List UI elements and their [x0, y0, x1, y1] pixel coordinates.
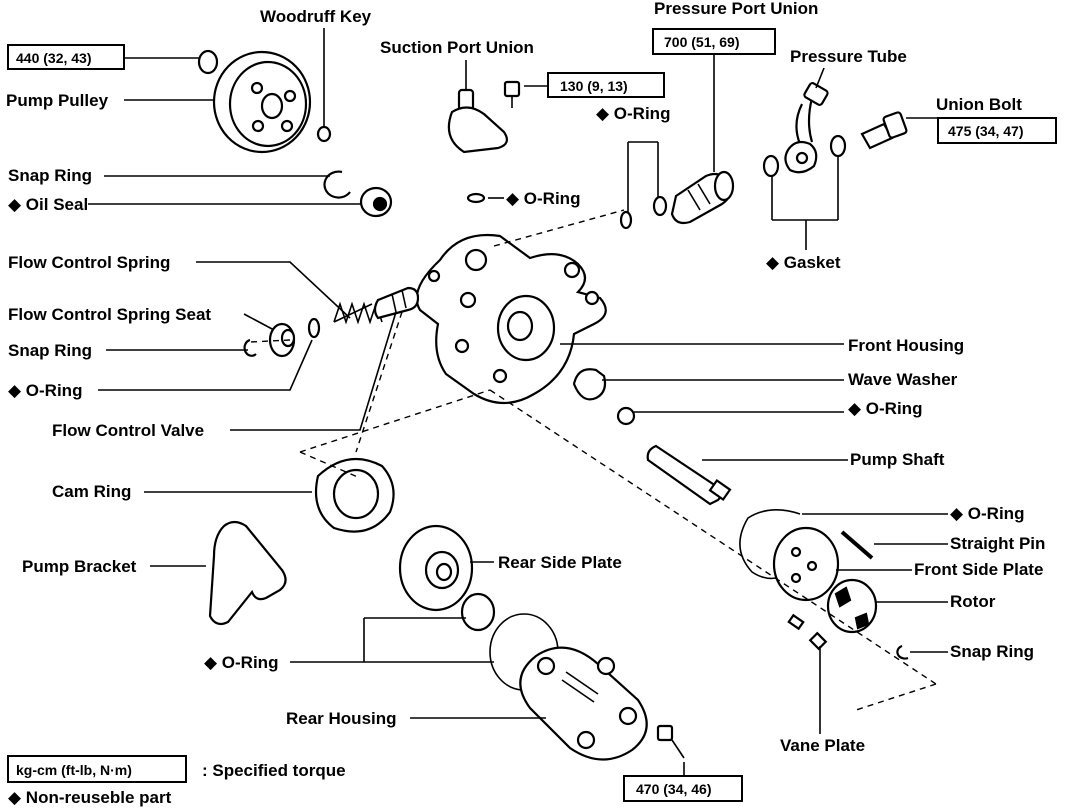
- pump-shaft-drawing: [646, 444, 732, 506]
- oring-right-low-drawing: [739, 509, 801, 580]
- label-snap-ring-mid: Snap Ring: [8, 341, 92, 360]
- legend-unit-box: kg-cm (ft-lb, N·m): [16, 762, 132, 778]
- pulley-nut-drawing: [197, 49, 219, 75]
- rear-bolt-drawing: [656, 724, 685, 759]
- label-cam-ring: Cam Ring: [52, 482, 131, 501]
- oring-pp-b-drawing: [652, 195, 668, 217]
- torque-box-pump-pulley: 440 (32, 43): [7, 44, 125, 70]
- label-suction-port-union: Suction Port Union: [380, 38, 534, 57]
- label-rotor: Rotor: [950, 592, 996, 611]
- assembly-dashed-lines: [249, 209, 937, 711]
- oring-right-mid-drawing: [616, 406, 636, 426]
- label-snap-ring-top: Snap Ring: [8, 166, 92, 185]
- gasket-b-drawing: [829, 134, 847, 158]
- label-rear-housing: Rear Housing: [286, 709, 397, 728]
- suction-port-union-drawing: [447, 60, 508, 154]
- label-wave-washer: Wave Washer: [848, 370, 958, 389]
- straight-pin-drawing: [840, 530, 874, 560]
- oring-small-bottom-drawing: [460, 592, 496, 632]
- part-labels: Woodruff Key Pump Pulley Snap Ring ◆ Oil…: [6, 0, 1045, 755]
- legend-unit-desc: : Specified torque: [202, 761, 346, 780]
- label-vane-plate: Vane Plate: [780, 736, 865, 755]
- label-front-side-plate: Front Side Plate: [914, 560, 1043, 579]
- oil-seal-drawing: [359, 186, 393, 218]
- pressure-tube-drawing: [784, 82, 829, 174]
- label-oring-right-low: ◆ O-Ring: [950, 504, 1024, 523]
- legend: kg-cm (ft-lb, N·m) : Specified torque ◆ …: [7, 755, 346, 807]
- label-oring-bottom: ◆ O-Ring: [204, 653, 278, 672]
- flow-control-valve-drawing: [373, 286, 420, 320]
- woodruff-key-drawing: [316, 125, 332, 143]
- label-oring-left: ◆ O-Ring: [8, 381, 82, 400]
- label-flow-control-spring-seat: Flow Control Spring Seat: [8, 305, 211, 324]
- label-flow-control-spring: Flow Control Spring: [8, 253, 170, 272]
- label-pump-pulley: Pump Pulley: [6, 91, 109, 110]
- suction-bolt-drawing: [503, 80, 521, 108]
- torque-value-rear-bolt: 470 (34, 46): [636, 781, 712, 797]
- torque-value-pump-pulley: 440 (32, 43): [16, 50, 92, 66]
- snap-ring-top-drawing: [323, 170, 351, 199]
- front-housing-drawing: [415, 234, 607, 404]
- label-union-bolt: Union Bolt: [936, 95, 1022, 114]
- oring-left-drawing: [307, 317, 321, 339]
- gasket-a-drawing: [762, 154, 780, 178]
- label-oring-upper-right: ◆ O-Ring: [596, 104, 670, 123]
- oring-pp-a-drawing: [619, 210, 633, 230]
- rear-side-plate-drawing: [398, 524, 474, 612]
- label-front-housing: Front Housing: [848, 336, 964, 355]
- label-flow-control-valve: Flow Control Valve: [52, 421, 204, 440]
- label-pressure-port-union: Pressure Port Union: [654, 0, 818, 18]
- label-gasket: ◆ Gasket: [766, 253, 841, 272]
- torque-box-pressure-port: 700 (51, 69): [652, 28, 776, 55]
- label-oring-upper-mid: ◆ O-Ring: [506, 189, 580, 208]
- cam-ring-drawing: [314, 457, 395, 533]
- rear-housing-drawing: [519, 646, 648, 761]
- label-pump-shaft: Pump Shaft: [850, 450, 945, 469]
- torque-box-rear-bolt: 470 (34, 46): [623, 775, 743, 802]
- label-pressure-tube: Pressure Tube: [790, 47, 907, 66]
- label-woodruff-key: Woodruff Key: [260, 7, 372, 26]
- label-rear-side-plate: Rear Side Plate: [498, 553, 622, 572]
- torque-value-union-bolt: 475 (34, 47): [948, 123, 1024, 139]
- pump-pulley-drawing: [212, 50, 312, 154]
- wave-washer-drawing: [572, 368, 607, 401]
- label-oring-right-mid: ◆ O-Ring: [848, 399, 922, 418]
- label-oil-seal: ◆ Oil Seal: [8, 195, 88, 214]
- leader-lines: [88, 28, 970, 776]
- torque-value-pressure-port: 700 (51, 69): [664, 34, 740, 50]
- snap-ring-low-drawing: [896, 644, 909, 660]
- torque-value-suction-bolt: 130 (9, 13): [560, 78, 628, 94]
- label-straight-pin: Straight Pin: [950, 534, 1045, 553]
- vane-piece-a-drawing: [787, 613, 805, 631]
- torque-box-suction-bolt: 130 (9, 13): [547, 72, 665, 98]
- flow-control-spring-seat-drawing: [268, 322, 296, 358]
- torque-box-union-bolt: 475 (34, 47): [937, 117, 1057, 144]
- pump-bracket-drawing: [208, 520, 287, 626]
- rotor-drawing: [826, 578, 878, 634]
- legend-non-reusable: ◆ Non-reuseble part: [8, 788, 172, 807]
- pressure-port-union-drawing: [670, 170, 735, 225]
- front-side-plate-drawing: [772, 526, 840, 602]
- union-bolt-drawing: [860, 111, 908, 150]
- oring-upper-mid-drawing: [466, 192, 486, 204]
- vane-piece-b-drawing: [808, 631, 828, 651]
- snap-ring-mid-drawing: [243, 338, 257, 357]
- label-snap-ring-low: Snap Ring: [950, 642, 1034, 661]
- label-pump-bracket: Pump Bracket: [22, 557, 137, 576]
